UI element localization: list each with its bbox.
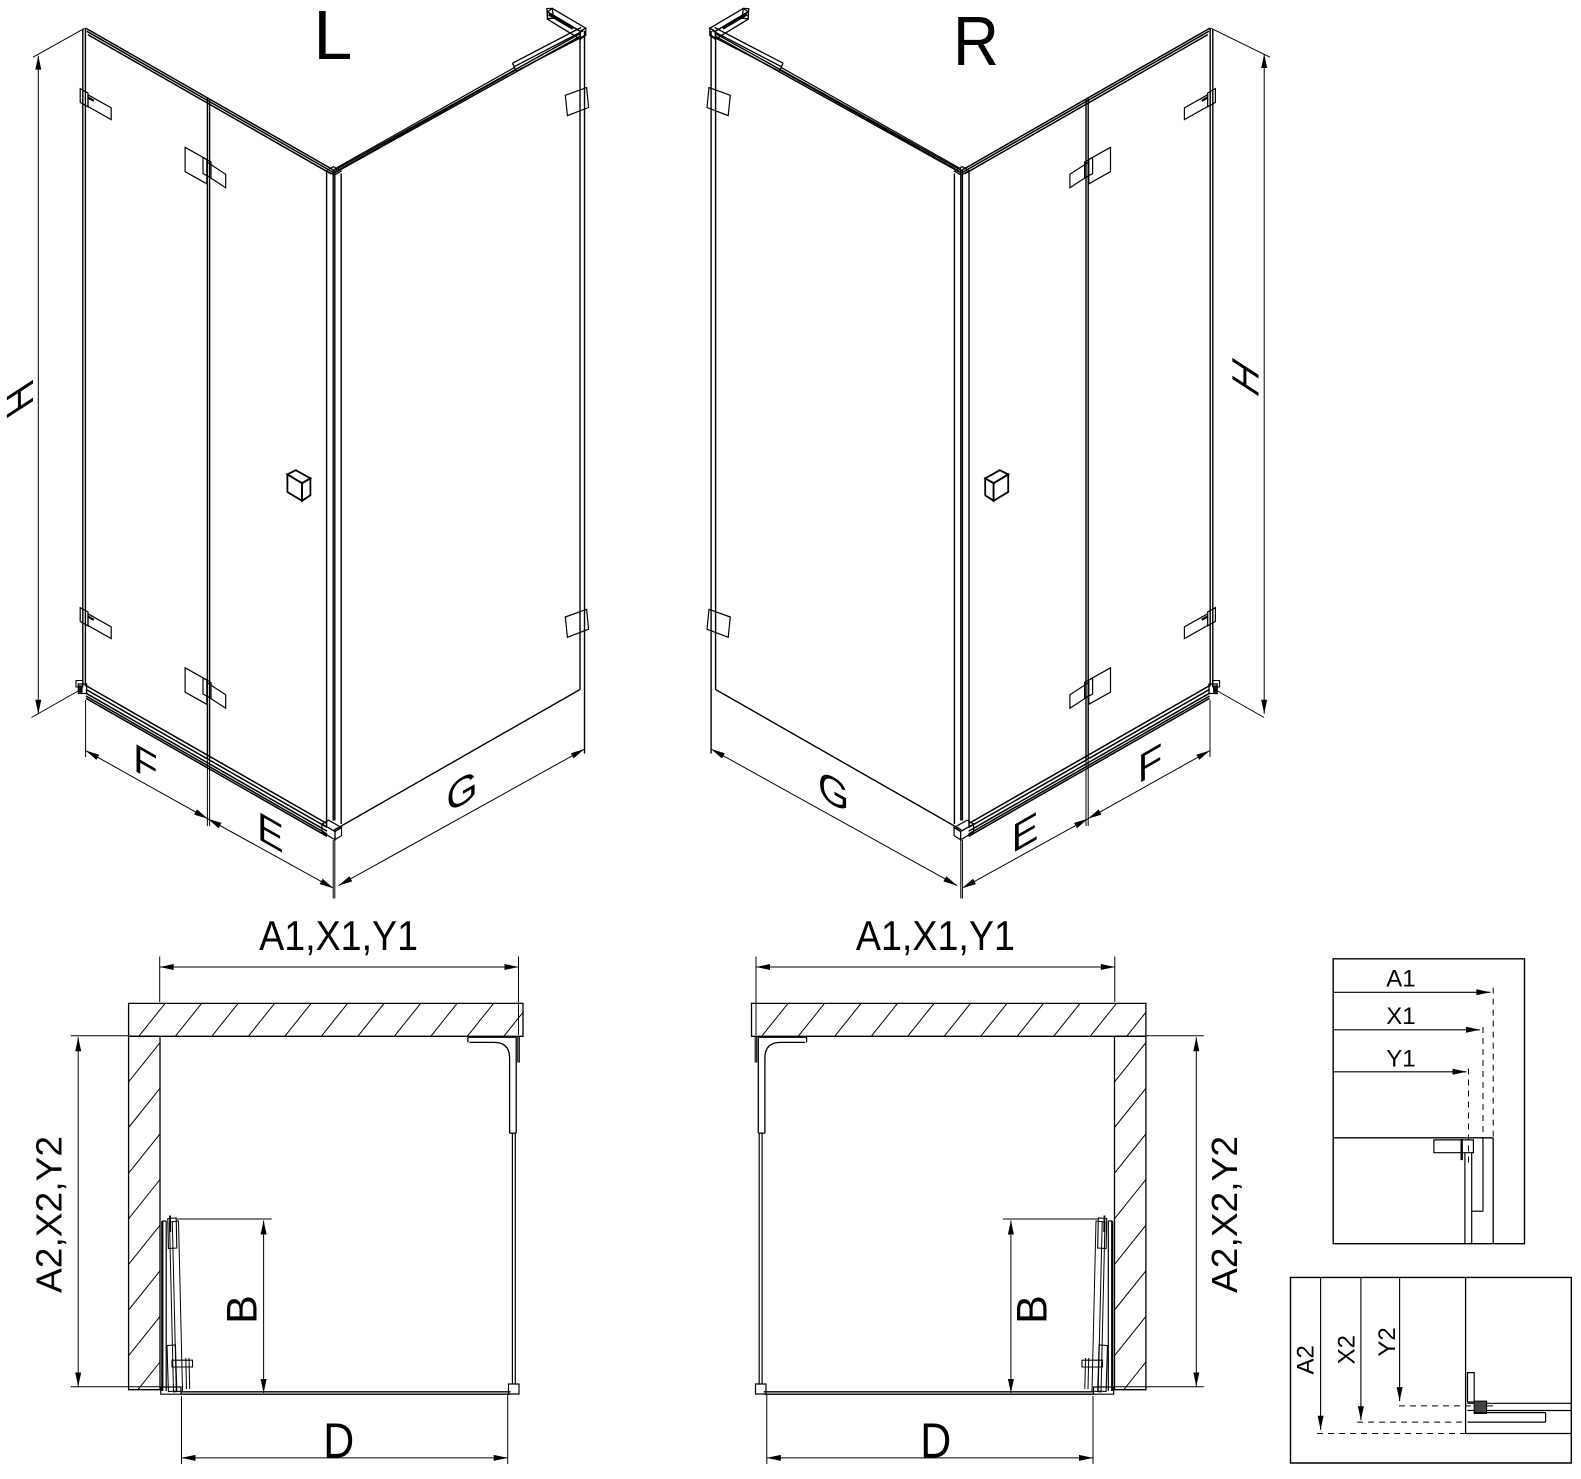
svg-text:X2: X2 (1334, 1335, 1361, 1364)
svg-text:Y2: Y2 (1374, 1327, 1401, 1356)
svg-text:A2,X2,Y2: A2,X2,Y2 (1204, 1136, 1245, 1293)
svg-text:D: D (920, 1415, 951, 1469)
svg-text:D: D (323, 1415, 354, 1469)
svg-text:X1: X1 (1386, 1003, 1415, 1030)
svg-text:R: R (953, 2, 999, 80)
svg-text:A1,X1,Y1: A1,X1,Y1 (856, 912, 1015, 959)
svg-text:B: B (1009, 1295, 1057, 1324)
svg-text:A1,X1,Y1: A1,X1,Y1 (259, 912, 418, 959)
svg-text:L: L (313, 0, 352, 74)
svg-text:A1: A1 (1386, 966, 1415, 993)
svg-text:A2,X2,Y2: A2,X2,Y2 (29, 1136, 70, 1293)
svg-text:B: B (219, 1295, 267, 1324)
svg-text:A2: A2 (1293, 1345, 1320, 1374)
svg-text:Y1: Y1 (1386, 1045, 1415, 1072)
